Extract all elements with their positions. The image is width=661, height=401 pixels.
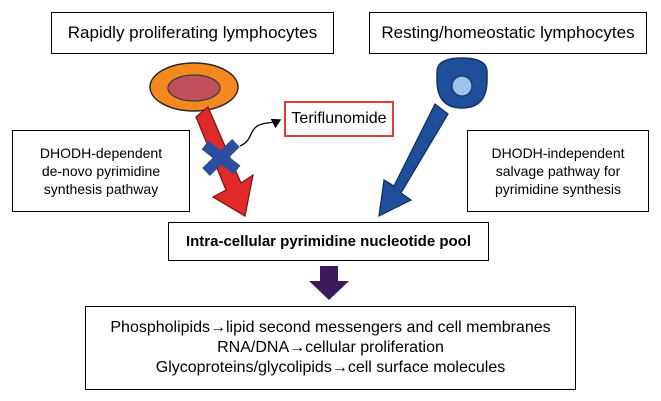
dhodh-independent-pathway-box: DHODH-independent salvage pathway for py…	[467, 130, 649, 212]
teriflunomide-label: Teriflunomide	[291, 110, 387, 127]
dhodh-dependent-line-3: synthesis pathway	[43, 181, 159, 197]
resting-lymphocytes-label: Resting/homeostatic lymphocytes	[381, 23, 635, 42]
resting-lymphocyte-icon	[436, 57, 488, 109]
resting-lymphocytes-box: Resting/homeostatic lymphocytes	[369, 12, 647, 54]
product-line-phospholipids: Phospholipids→lipid second messengers an…	[110, 319, 551, 336]
product-line-glycoproteins: Glycoproteins/glycolipids→cell surface m…	[155, 359, 506, 376]
blocked-cross-icon	[201, 139, 241, 176]
downstream-products-box: Phospholipids→lipid second messengers an…	[85, 306, 576, 390]
down-arrow	[309, 266, 349, 300]
dhodh-independent-line-3: pyrimidine synthesis	[494, 181, 622, 197]
dhodh-independent-line-2: salvage pathway for	[495, 163, 621, 179]
proliferating-lymphocyte-icon	[149, 62, 239, 112]
inhibition-pointer-arrow	[239, 118, 282, 147]
teriflunomide-box: Teriflunomide	[284, 101, 394, 137]
nucleotide-pool-box: Intra-cellular pyrimidine nucleotide poo…	[168, 222, 489, 261]
proliferating-lymphocytes-label: Rapidly proliferating lymphocytes	[67, 23, 318, 42]
dhodh-dependent-pathway-box: DHODH-dependent de-novo pyrimidine synth…	[12, 130, 190, 212]
dhodh-dependent-line-1: DHODH-dependent	[39, 145, 163, 161]
proliferating-lymphocytes-box: Rapidly proliferating lymphocytes	[51, 12, 334, 54]
nucleotide-pool-label: Intra-cellular pyrimidine nucleotide poo…	[185, 233, 472, 250]
blue-salvage-arrow	[378, 103, 449, 218]
product-line-rna-dna: RNA/DNA→cellular proliferation	[217, 339, 444, 356]
dhodh-dependent-line-2: de-novo pyrimidine	[41, 163, 161, 179]
dhodh-independent-line-1: DHODH-independent	[491, 145, 625, 161]
